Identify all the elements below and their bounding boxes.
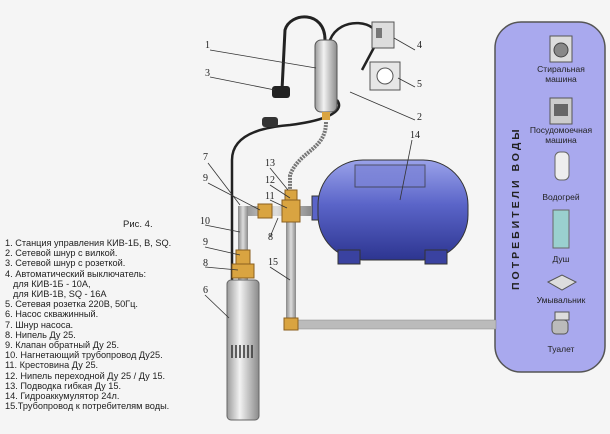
consumer-label: Водогрей xyxy=(542,192,579,202)
wall-socket xyxy=(369,61,401,91)
consumer-label: Стиральная xyxy=(537,64,585,74)
callout-7: 7 xyxy=(203,152,208,163)
figure-label: Рис. 4. xyxy=(123,219,153,230)
legend-item: 3. Сетевой шнур с розеткой. xyxy=(5,258,126,269)
reducer-nipple xyxy=(284,189,298,201)
check-valve xyxy=(257,203,273,219)
legend-item: 12. Нипель переходной Ду 25 / Ду 15. xyxy=(5,370,166,381)
legend-item: 2. Сетевой шнур с вилкой. xyxy=(5,248,118,259)
legend-item: 8. Нипель Ду 25. xyxy=(5,329,76,340)
consumer-label: машина xyxy=(545,135,577,145)
legend-item: для КИВ-1В, SQ - 16А xyxy=(13,289,107,300)
legend-item: 10. Нагнетающий трубопровод Ду25. xyxy=(5,350,163,361)
consumer-label: Душ xyxy=(552,254,569,264)
washing-machine-icon xyxy=(549,35,573,63)
callout-5: 5 xyxy=(417,79,422,90)
consumer-label: машина xyxy=(545,74,577,84)
borehole-pump xyxy=(226,263,260,421)
legend-item: для КИВ-1Б - 10А, xyxy=(13,278,91,289)
control-station xyxy=(314,39,338,120)
cable xyxy=(280,15,327,91)
callout-11: 11 xyxy=(265,191,275,202)
legend-item: 5. Сетевая розетка 220В, 50Гц. xyxy=(5,299,138,310)
consumer-pipe-vertical xyxy=(286,216,296,326)
legend-item: 1. Станция управления КИВ-1Б, В, SQ. xyxy=(5,238,172,248)
legend-item: 6. Насос скважинный. xyxy=(5,309,99,320)
flexible-hose xyxy=(288,121,328,195)
legend: 1. Станция управления КИВ-1Б, В, SQ.2. С… xyxy=(5,238,171,411)
toilet-icon xyxy=(551,311,570,335)
legend-item: 7. Шнур насоса. xyxy=(5,319,74,330)
check-valve xyxy=(235,249,251,265)
leader-lines xyxy=(204,37,416,319)
water-heater-icon xyxy=(554,151,570,181)
consumer-label: Умывальник xyxy=(537,295,586,305)
legend-item: 4. Автоматический выключатель: xyxy=(5,268,147,279)
consumers-title: ПОТРЕБИТЕЛИ ВОДЫ xyxy=(510,126,522,290)
pump-cable xyxy=(230,99,341,420)
elbow-fitting xyxy=(283,317,299,331)
dishwasher-icon xyxy=(549,97,573,125)
shower-icon xyxy=(552,209,570,249)
callout-15: 15 xyxy=(268,257,278,268)
legend-item: 11. Крестовина Ду 25. xyxy=(5,360,99,371)
callout-9b: 9 xyxy=(203,237,208,248)
cross-fitting xyxy=(281,199,301,223)
plug-icon xyxy=(272,86,290,98)
consumer-pipe-horizontal xyxy=(285,319,497,330)
callout-3: 3 xyxy=(205,68,210,79)
callout-1: 1 xyxy=(205,40,210,51)
consumer-label: Посудомоечная xyxy=(530,125,593,135)
callout-2: 2 xyxy=(417,112,422,123)
callout-9: 9 xyxy=(203,173,208,184)
pressure-pipe-vertical xyxy=(238,206,248,286)
consumer-label: Туалет xyxy=(548,344,575,354)
circuit-breaker xyxy=(371,21,395,49)
callout-12: 12 xyxy=(265,175,275,186)
consumers-panel xyxy=(494,21,606,373)
callout-6: 6 xyxy=(203,285,208,296)
legend-item: 9. Клапан обратный Ду 25. xyxy=(5,340,120,351)
callout-13: 13 xyxy=(265,158,275,169)
callout-4: 4 xyxy=(417,40,422,51)
socket-plug-icon xyxy=(262,117,278,127)
legend-item: 13. Подводка гибкая Ду 15. xyxy=(5,380,122,391)
callout-10: 10 xyxy=(200,216,210,227)
callout-8: 8 xyxy=(268,232,273,243)
legend-item: 14. Гидроаккумулятор 24л. xyxy=(5,391,120,402)
callout-8b: 8 xyxy=(203,258,208,269)
callout-14: 14 xyxy=(410,130,420,141)
washbasin-icon xyxy=(546,274,578,291)
legend-item: 15.Трубопровод к потребителям воды. xyxy=(5,401,170,412)
hydro-accumulator-tank xyxy=(311,159,469,265)
pressure-pipe-horizontal xyxy=(240,206,312,216)
